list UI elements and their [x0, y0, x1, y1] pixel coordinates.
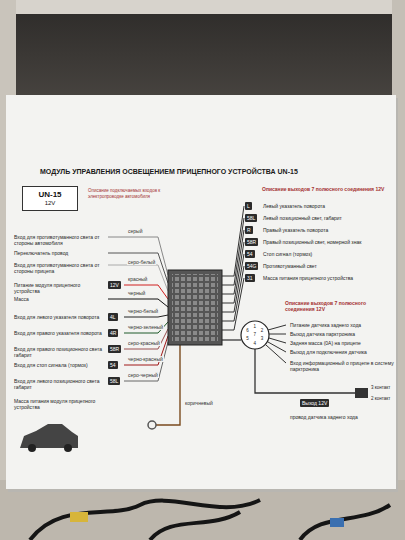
- node-text: 12V: [110, 282, 119, 288]
- node-text: 58L: [247, 215, 255, 221]
- wire-label: Вход для левого указателя поворота: [14, 314, 99, 320]
- terminal-code: 4L: [108, 313, 118, 321]
- terminal-code: 4R: [108, 329, 118, 337]
- wire-label: Левый позиционный свет, габарит: [263, 215, 342, 221]
- terminal-code: 54: [245, 250, 255, 258]
- node-text: Выход 12V: [302, 400, 327, 406]
- node-text: 54G: [247, 263, 256, 269]
- wire-label: серо-черный: [127, 372, 159, 378]
- node-text: 4L: [110, 314, 116, 320]
- node-text: 58R: [110, 346, 119, 352]
- wire-label: Задняя масса (0А) на прицепе: [290, 340, 361, 346]
- wire-label: Противотуманный свет: [263, 263, 317, 269]
- node-text: UN-15: [29, 190, 71, 200]
- pin-number: 6: [246, 328, 249, 334]
- terminal-code: 58L: [108, 377, 120, 385]
- wire-label: Вход для правого указателя поворота: [14, 330, 102, 336]
- wire-label: черно-красный: [127, 356, 164, 362]
- wire-label: Выход датчика парктроника: [290, 331, 355, 337]
- wire-label: Описание выходов 7 полюсного соединения …: [262, 186, 384, 192]
- wire-label: коричневый: [184, 400, 214, 406]
- terminal-code: Выход 12V: [300, 399, 329, 407]
- node-text: 12V: [29, 200, 71, 207]
- wire-label: Вход для противотуманного света от сторо…: [14, 262, 104, 274]
- node-text: 4R: [110, 330, 116, 336]
- wire-label: черно-белый: [127, 308, 159, 314]
- wire-label: Вход для противотуманного света от сторо…: [14, 234, 104, 246]
- pin-number: 5: [246, 336, 249, 342]
- wire-label: Стоп сигнал (тормоз): [263, 251, 312, 257]
- wire-label: провод датчика заднего хода: [290, 414, 358, 420]
- terminal-code: L: [245, 202, 252, 210]
- terminal-code: 54: [108, 361, 118, 369]
- wire-label: Описание подключаемых входов к электропр…: [88, 188, 168, 199]
- terminal-code: 54G: [245, 262, 258, 270]
- terminal-code: 58R: [245, 238, 258, 246]
- wire-label: Описание выходов 7 полюсного соединения …: [285, 300, 395, 312]
- wire-label: Правый указатель поворота: [263, 227, 328, 233]
- title-text: МОДУЛЬ УПРАВЛЕНИЯ ОСВЕЩЕНИЕМ ПРИЦЕПНОГО …: [40, 168, 298, 176]
- wire-label: серо-красный: [127, 340, 161, 346]
- wire-label: 3 контакт: [371, 385, 390, 391]
- wire-label: 2 контакт: [371, 396, 390, 402]
- wire-label: Вход для стоп сигнала (тормоз): [14, 362, 88, 368]
- terminal-code: 58L: [245, 214, 257, 222]
- pin-number: 7: [254, 332, 257, 338]
- node-text: 58R: [247, 239, 256, 245]
- wire-label: Вход информационный о прицепе в систему …: [290, 360, 395, 372]
- wire-label: Переключатель провод: [14, 250, 68, 256]
- wire-label: серый: [127, 228, 143, 234]
- wire-label: Вход для левого позиционного света габар…: [14, 378, 104, 390]
- wire-label: Питание датчика заднего хода: [290, 322, 361, 328]
- node-text: 54: [110, 362, 116, 368]
- pin-number: 3: [261, 336, 264, 342]
- node-text: R: [247, 227, 251, 233]
- node-text: L: [247, 203, 250, 209]
- wire-label: красный: [127, 276, 148, 282]
- wire-label: Правый позиционный свет, номерной знак: [263, 239, 361, 245]
- node-text: 58L: [110, 378, 118, 384]
- node-text: 31: [247, 275, 253, 281]
- wire-label: Масса питания модуля прицепного устройст…: [14, 398, 104, 410]
- wire-label: серо-белый: [127, 259, 156, 265]
- wire-label: Питание модуля прицепного устройства: [14, 282, 104, 294]
- pin-number: 4: [254, 341, 257, 347]
- wire-label: черно-зеленый: [127, 324, 164, 330]
- node-text: 54: [247, 251, 253, 257]
- wire-label: Масса: [14, 296, 29, 302]
- wire-label: Вход для правого позиционного света габа…: [14, 346, 104, 358]
- terminal-code: 12V: [108, 281, 121, 289]
- pin-number: 2: [261, 328, 264, 334]
- wire-label: черный: [127, 290, 146, 296]
- pin-number: 1: [254, 324, 257, 330]
- wire-label: Левый указатель поворота: [263, 203, 325, 209]
- terminal-code: R: [245, 226, 253, 234]
- module-box: UN-1512V: [22, 186, 78, 211]
- wire-label: Выход для подключения датчика: [290, 349, 367, 355]
- terminal-code: 31: [245, 274, 255, 282]
- wire-label: Масса питания прицепного устройства: [263, 275, 353, 281]
- terminal-code: 58R: [108, 345, 121, 353]
